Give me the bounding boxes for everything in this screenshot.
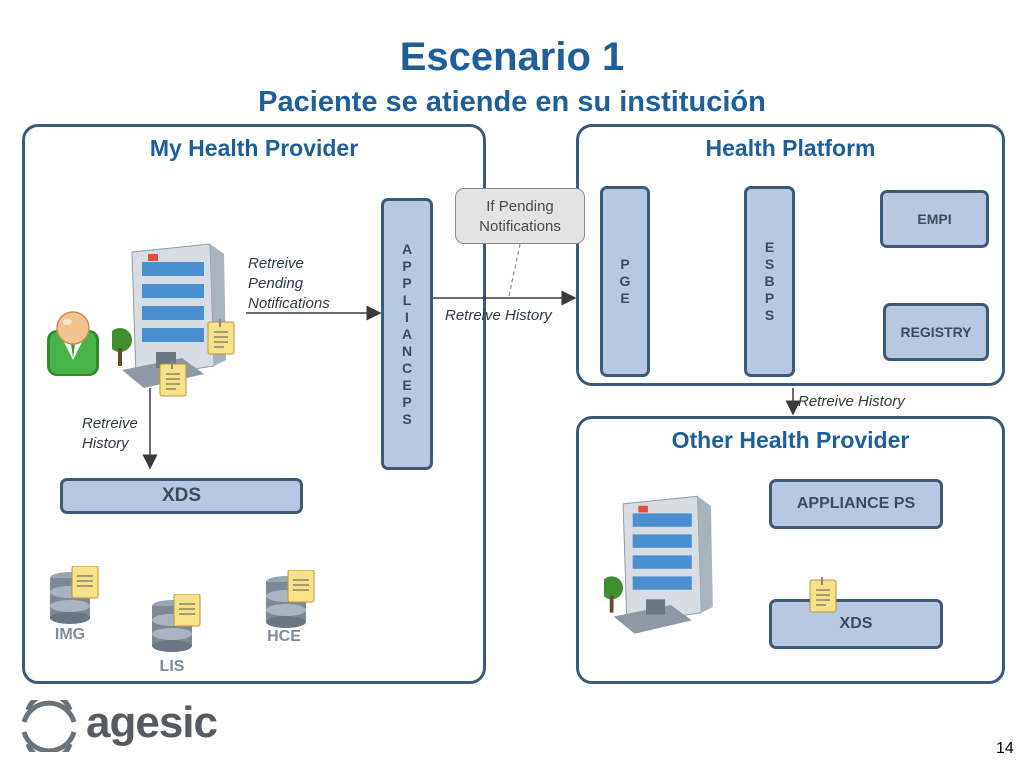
callout-pointer — [508, 243, 521, 297]
xds-box-local: XDS — [60, 478, 303, 514]
esbps-box: E S B P S — [744, 186, 795, 377]
panel-title-my-health-provider: My Health Provider — [149, 135, 359, 161]
agesic-logo-text: agesic — [86, 698, 218, 747]
document-icon — [809, 577, 837, 613]
panel-title-health-platform: Health Platform — [705, 135, 876, 161]
xds-box-other: XDS — [769, 599, 943, 649]
appliance-ps-box-other: APPLIANCE PS — [769, 479, 943, 529]
hospital-building-icon — [112, 243, 226, 388]
esbps-label: E S B P S — [764, 239, 775, 323]
patient-avatar-icon — [47, 311, 99, 376]
document-icon — [159, 361, 187, 397]
database-lis-icon — [152, 594, 201, 652]
database-hce-icon — [266, 570, 315, 628]
database-label-hce: HCE — [267, 628, 301, 645]
registry-box: REGISTRY — [883, 303, 989, 361]
empi-box: EMPI — [880, 190, 989, 248]
appliance-ps-box: A P P L I A N C E P S — [381, 198, 433, 470]
label-retreive-history-to-platform: Retreive History — [445, 307, 552, 324]
document-icon — [207, 319, 235, 355]
pge-label: P G E — [619, 256, 631, 306]
agesic-logo-icon — [21, 700, 77, 752]
hospital-building-icon — [604, 495, 713, 634]
label-retreive-history-to-other: Retreive History — [798, 393, 905, 410]
database-img-icon — [50, 566, 99, 624]
appliance-ps-label: A P P L I A N C E P S — [401, 240, 413, 427]
database-label-lis: LIS — [159, 658, 185, 675]
pge-box: P G E — [600, 186, 650, 377]
panel-title-other-health-provider: Other Health Provider — [671, 427, 910, 453]
slide-subtitle: Paciente se atiende en su institución — [258, 86, 766, 118]
slide-title: Escenario 1 — [399, 35, 625, 79]
note-retreive-history-local: Retreive History — [82, 415, 138, 452]
callout-if-pending-notifications: If Pending Notifications — [455, 188, 585, 244]
note-retreive-pending-notifications: Retreive Pending Notifications — [248, 255, 330, 312]
page-number: 14 — [996, 740, 1014, 757]
database-label-img: IMG — [54, 626, 86, 643]
